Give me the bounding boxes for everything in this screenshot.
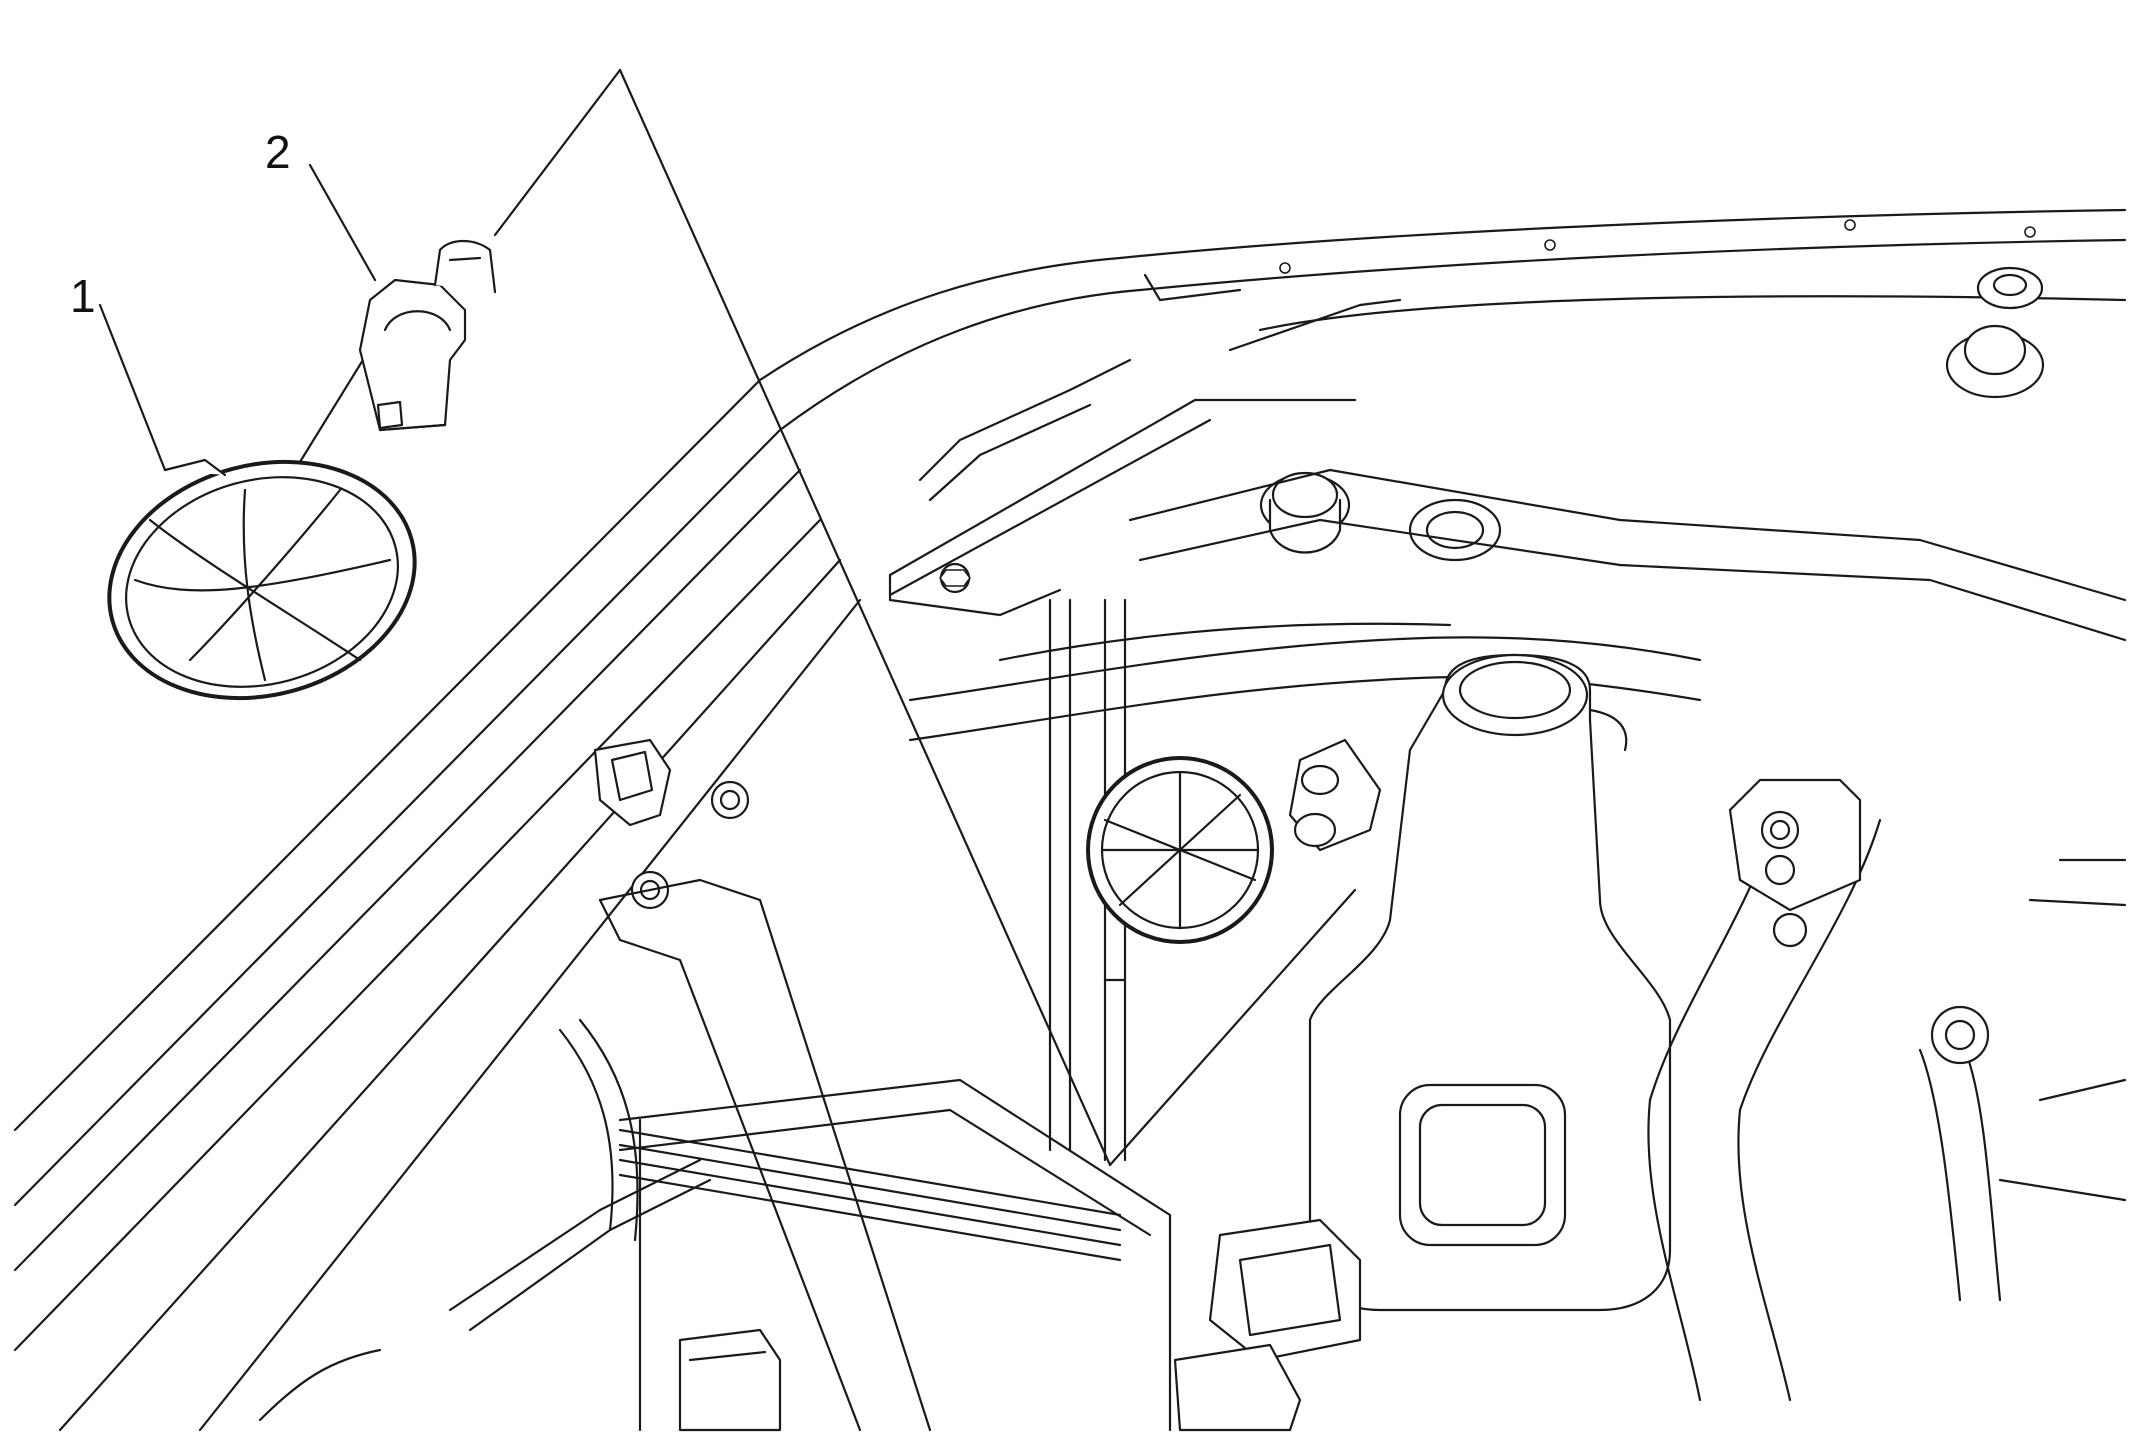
callout-leaders: [98, 163, 377, 472]
leader-line-1: [98, 303, 167, 472]
detail-view-outline: [293, 68, 1357, 1167]
vehicle-front-structure: [13, 208, 2127, 1432]
headlamp-cap: [107, 458, 417, 701]
headlamp-bulb: [358, 239, 497, 432]
callout-number-1: 1: [70, 270, 96, 322]
leader-line-2: [308, 163, 377, 282]
callout-number-2: 2: [265, 126, 291, 178]
